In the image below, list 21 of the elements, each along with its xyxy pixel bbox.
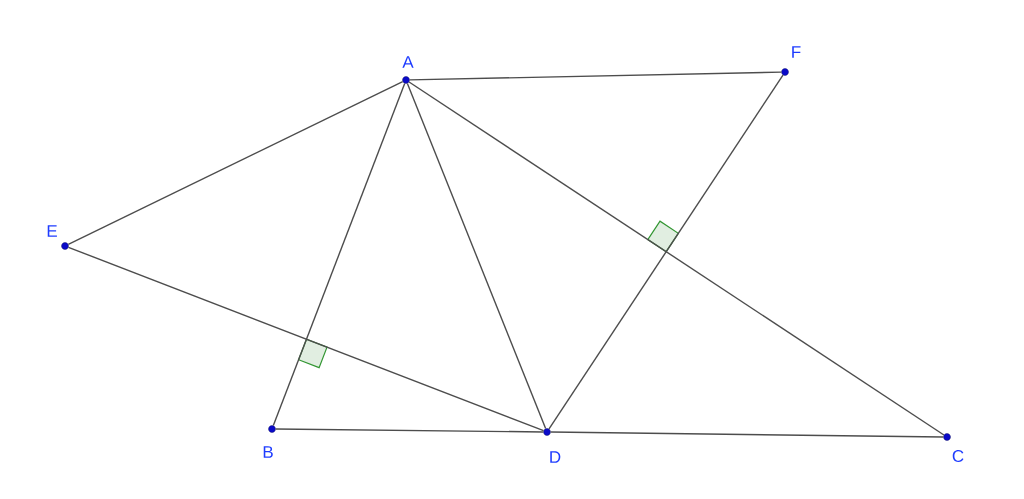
line-segment [406, 82, 547, 430]
node-label: E [47, 225, 57, 237]
line-segment [275, 428, 544, 433]
node-label: D [550, 451, 561, 463]
point: B [263, 425, 276, 458]
point: A [402, 56, 414, 84]
point: D [543, 428, 561, 463]
line-segment [548, 74, 784, 430]
line-segment [409, 71, 782, 81]
line-segment [408, 81, 945, 436]
line-segment [550, 431, 944, 438]
point: E [47, 225, 69, 250]
point: C [943, 433, 964, 462]
node-label: A [402, 56, 414, 68]
line-segment [67, 246, 545, 432]
node-label: F [792, 46, 801, 58]
line-segment [67, 80, 404, 246]
line-segment [272, 82, 406, 427]
node-label: C [952, 449, 964, 463]
node-label: B [263, 446, 273, 458]
point: F [781, 46, 801, 76]
